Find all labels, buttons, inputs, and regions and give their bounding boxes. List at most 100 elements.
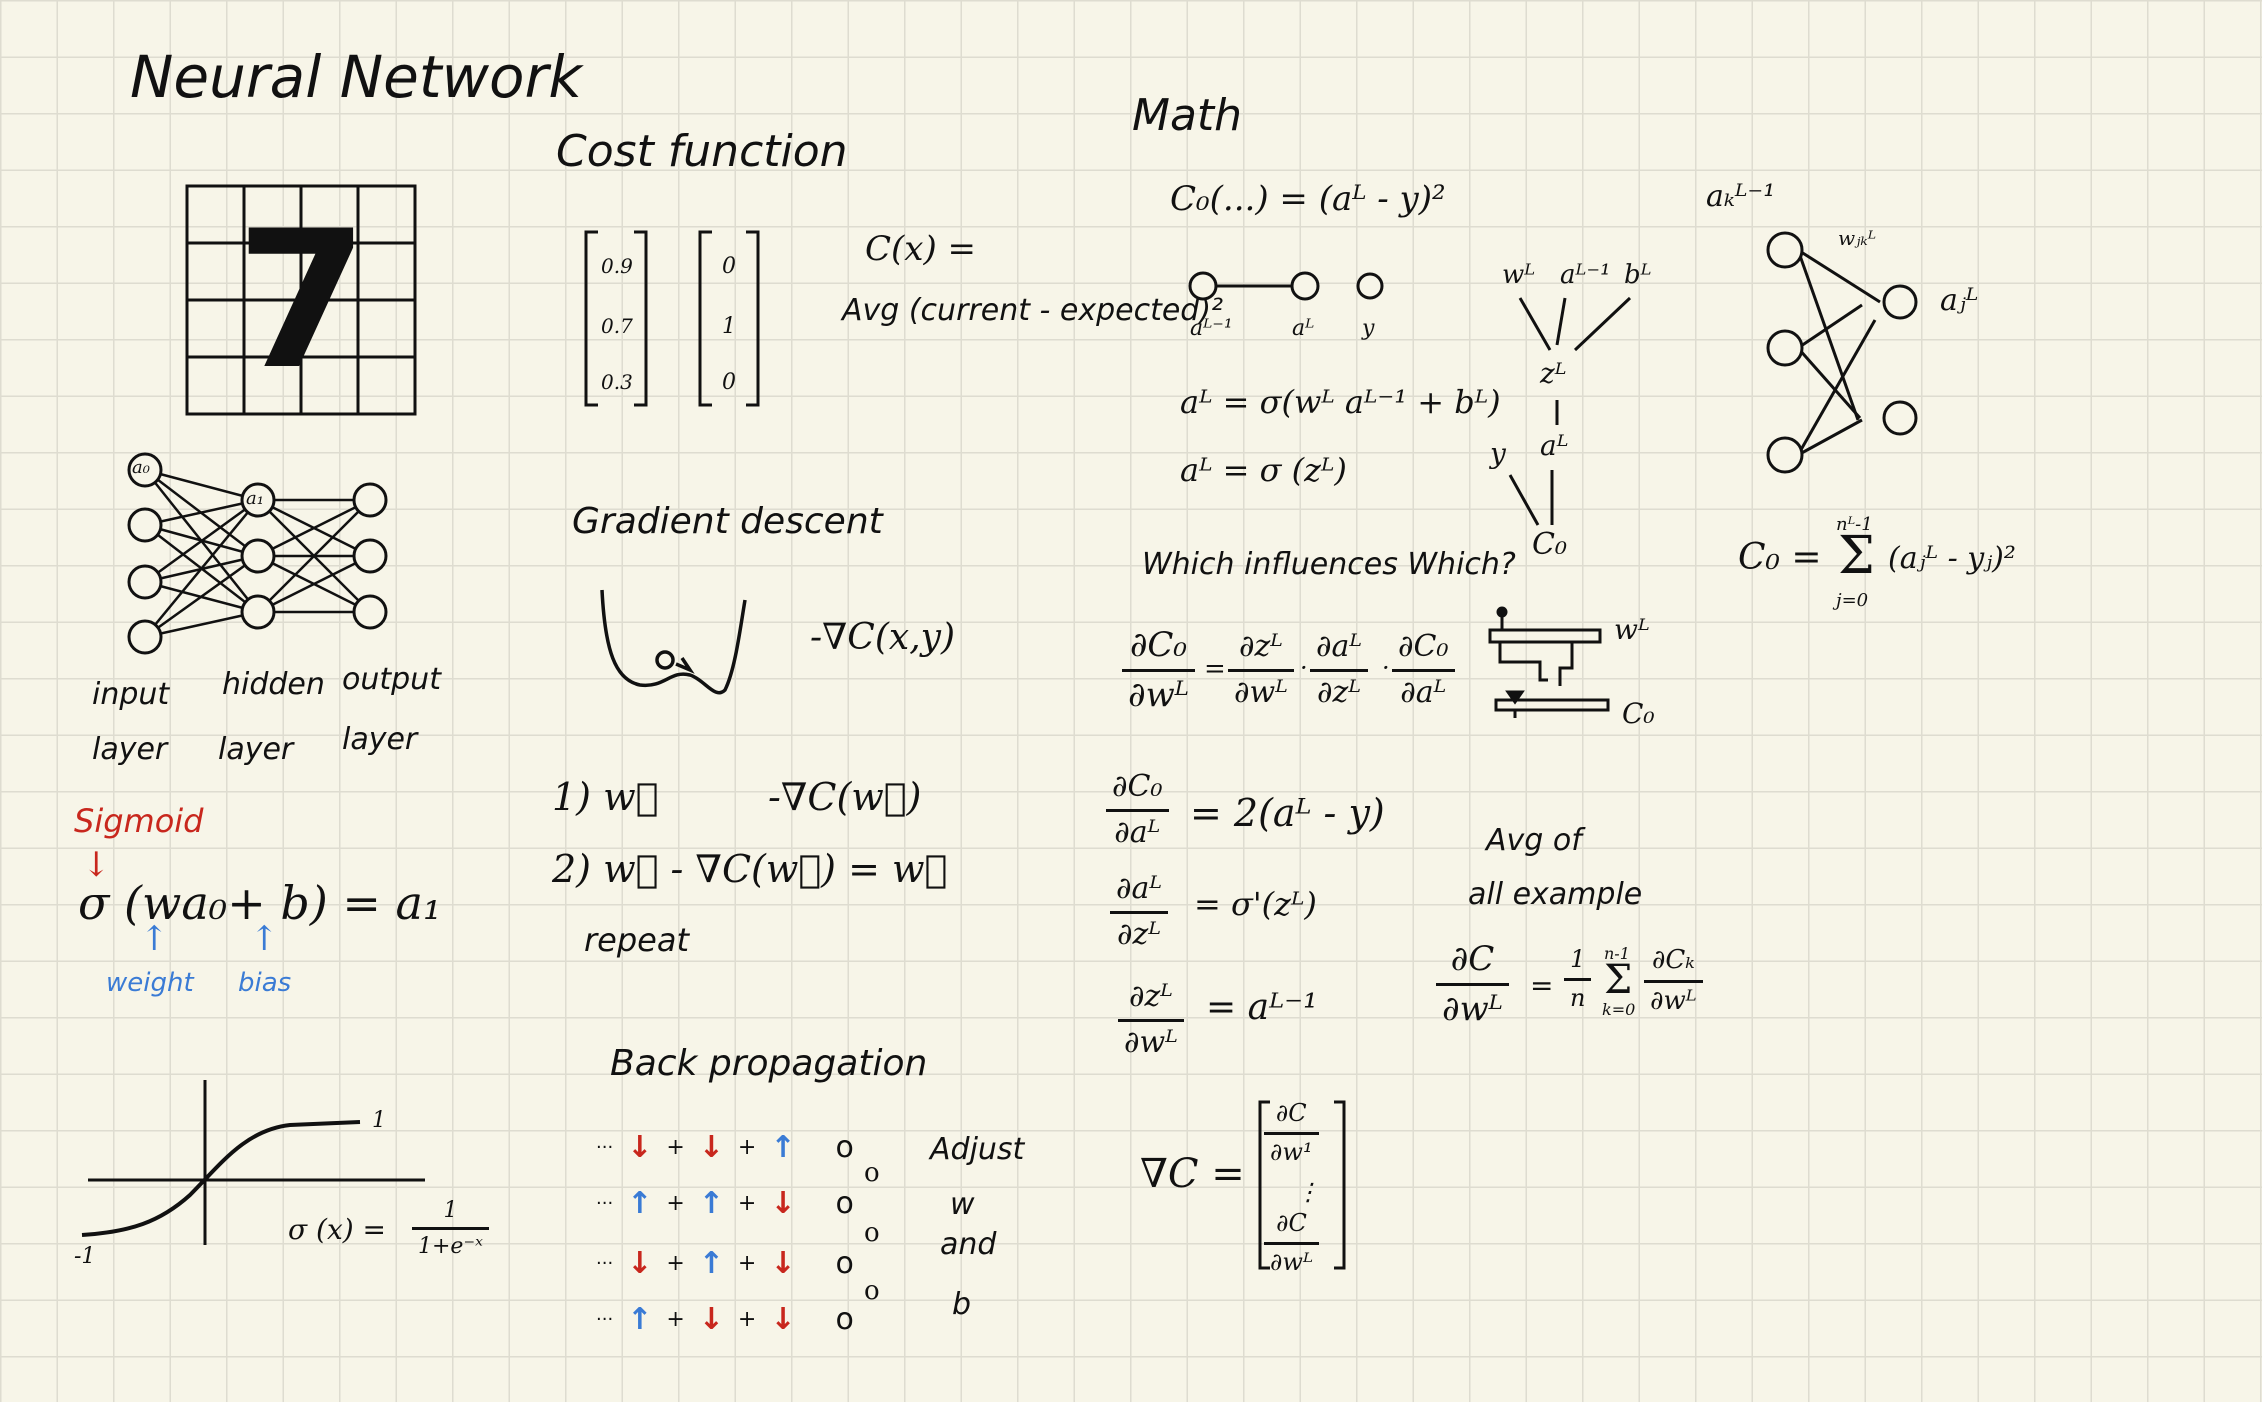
sigmoid-arrow-icon: ↓ <box>82 845 111 885</box>
vec2-item: 1 <box>722 314 736 339</box>
deriv-main-lhs: ∂C₀ ∂wᴸ <box>1122 625 1195 715</box>
tree-top: wᴸ <box>1502 260 1536 290</box>
avg-eq-sign: = <box>1530 969 1554 1002</box>
ellipsis: ··· <box>596 1193 614 1214</box>
sigmoid-graph-top-label: 1 <box>372 1108 386 1133</box>
adjust-text: b <box>952 1287 972 1322</box>
deriv-d1: ∂C₀ ∂aᴸ <box>1106 769 1169 850</box>
gradient-repeat: repeat <box>584 921 689 959</box>
gradient-descent-heading: Gradient descent <box>572 501 883 542</box>
network-edge <box>257 499 371 613</box>
node-a1-label: a₁ <box>246 488 264 509</box>
gradient-step1: 1) w⃗ <box>552 775 659 819</box>
network-edge <box>257 554 371 614</box>
vec1-item: 0.9 <box>601 254 633 278</box>
plus-sign: + <box>666 1135 685 1160</box>
deriv-d2-value: = σ'(zᴸ) <box>1194 885 1317 923</box>
neuron-circle: o <box>864 1276 880 1306</box>
network-edge <box>144 554 259 584</box>
neuron-circle: o <box>864 1158 880 1188</box>
grad-vec-bottom: ∂C ∂wᴸ <box>1264 1209 1319 1276</box>
sigmoid-label: Sigmoid <box>74 802 204 840</box>
deriv-d2: ∂aᴸ ∂zᴸ <box>1110 871 1168 952</box>
network-edge <box>144 523 259 558</box>
output-node <box>352 594 388 630</box>
neuron-circle: o <box>835 1246 854 1281</box>
grad-vector-lhs: ∇C = <box>1140 1151 1245 1197</box>
lever-w-label: wᴸ <box>1614 613 1650 646</box>
vec2-item: 0 <box>722 254 736 279</box>
network-edge <box>257 554 371 614</box>
input-node <box>127 507 163 543</box>
vec1-item: 0.7 <box>601 314 633 338</box>
arrow-up-icon: ↑ <box>627 1302 653 1337</box>
network-edge <box>257 498 371 558</box>
plus-sign: + <box>666 1191 685 1216</box>
avg-rhs: ∂Cₖ ∂wᴸ <box>1644 945 1703 1017</box>
deriv-eq-sign: = <box>1204 654 1226 684</box>
adjust-text: Adjust <box>930 1132 1025 1167</box>
avg-sum-top: n-1 <box>1604 944 1630 963</box>
tree-top: aᴸ⁻¹ <box>1560 260 1611 290</box>
sigmoid-graph-left-label: -1 <box>74 1244 96 1269</box>
arrow-up-icon: ↑ <box>627 1186 653 1221</box>
deriv-d3-value: = aᴸ⁻¹ <box>1206 987 1318 1028</box>
gradient-step1b: -∇C(w⃗) <box>768 775 922 819</box>
backprop-heading: Back propagation <box>610 1043 928 1084</box>
network-edge <box>257 498 371 558</box>
mini-net-weight-label: wⱼₖᴸ <box>1838 226 1877 250</box>
arrow-down-icon: ↓ <box>770 1186 796 1221</box>
ellipsis: ··· <box>596 1137 614 1158</box>
arrow-down-icon: ↓ <box>627 1130 653 1165</box>
vec1-item: 0.3 <box>601 370 633 394</box>
neuron-circle: o <box>835 1302 854 1337</box>
cost-cx: C(x) = <box>865 229 977 269</box>
deriv-dot: · <box>1382 654 1390 682</box>
deriv-main-rhs-1: ∂zᴸ ∂wᴸ <box>1228 629 1294 710</box>
input-node <box>127 564 163 600</box>
backprop-row: ···↓+↑+↓o <box>596 1246 854 1281</box>
avg-sum-bot: k=0 <box>1602 1000 1636 1019</box>
network-edge <box>144 498 259 527</box>
c0-sum-body: (aⱼᴸ - yⱼ)² <box>1888 541 2016 576</box>
plus-sign: + <box>737 1191 757 1216</box>
sigmoid-def-lhs: σ (x) = <box>288 1213 387 1246</box>
network-edge <box>144 610 259 639</box>
arrow-up-icon: ↑ <box>698 1246 724 1281</box>
chain-label: aᴸ <box>1292 316 1315 341</box>
network-edge <box>144 524 259 613</box>
chain-label: y <box>1362 316 1375 341</box>
arrow-down-icon: ↓ <box>627 1246 653 1281</box>
network-edge <box>144 499 259 638</box>
backprop-row: ···↑+↑+↓o <box>596 1186 854 1221</box>
c0-sum-bot: j=0 <box>1836 590 1869 611</box>
output-node <box>352 538 388 574</box>
sigmoid-def-fraction: 1 1+e⁻ˣ <box>412 1198 489 1260</box>
hidden-label: hidden <box>222 667 325 702</box>
math-activation-eq: aᴸ = σ(wᴸ aᴸ⁻¹ + bᴸ) <box>1180 383 1501 421</box>
gradient-step2: 2) w⃗ - ∇C(w⃗) = w⃗ <box>552 847 948 891</box>
avg-sum-sigma: Σ <box>1604 957 1633 1003</box>
chain-label: aᴸ⁻¹ <box>1190 316 1233 341</box>
input-node <box>127 619 163 655</box>
tree-top: bᴸ <box>1624 260 1652 290</box>
cost-avg: Avg (current - expected)² <box>842 293 1224 328</box>
weight-arrow-icon: ↑ <box>140 919 169 959</box>
input-label: input <box>92 677 170 712</box>
neuron-circle: o <box>835 1130 854 1165</box>
network-edge <box>257 499 371 613</box>
page-title: Neural Network <box>130 43 582 111</box>
neuron-circle: o <box>864 1218 880 1248</box>
grad-vec-dots: ⋮ <box>1296 1178 1320 1206</box>
ellipsis: ··· <box>596 1309 614 1330</box>
arrow-down-icon: ↓ <box>698 1130 724 1165</box>
avg-of-label: Avg of <box>1486 823 1582 858</box>
arrow-down-icon: ↓ <box>770 1302 796 1337</box>
hidden-label-2: layer <box>218 732 294 767</box>
arrow-up-icon: ↑ <box>698 1186 724 1221</box>
adjust-text: and <box>940 1227 997 1262</box>
network-edge <box>144 554 259 639</box>
avg-coef: 1 n <box>1564 945 1592 1012</box>
network-edge <box>144 469 259 557</box>
